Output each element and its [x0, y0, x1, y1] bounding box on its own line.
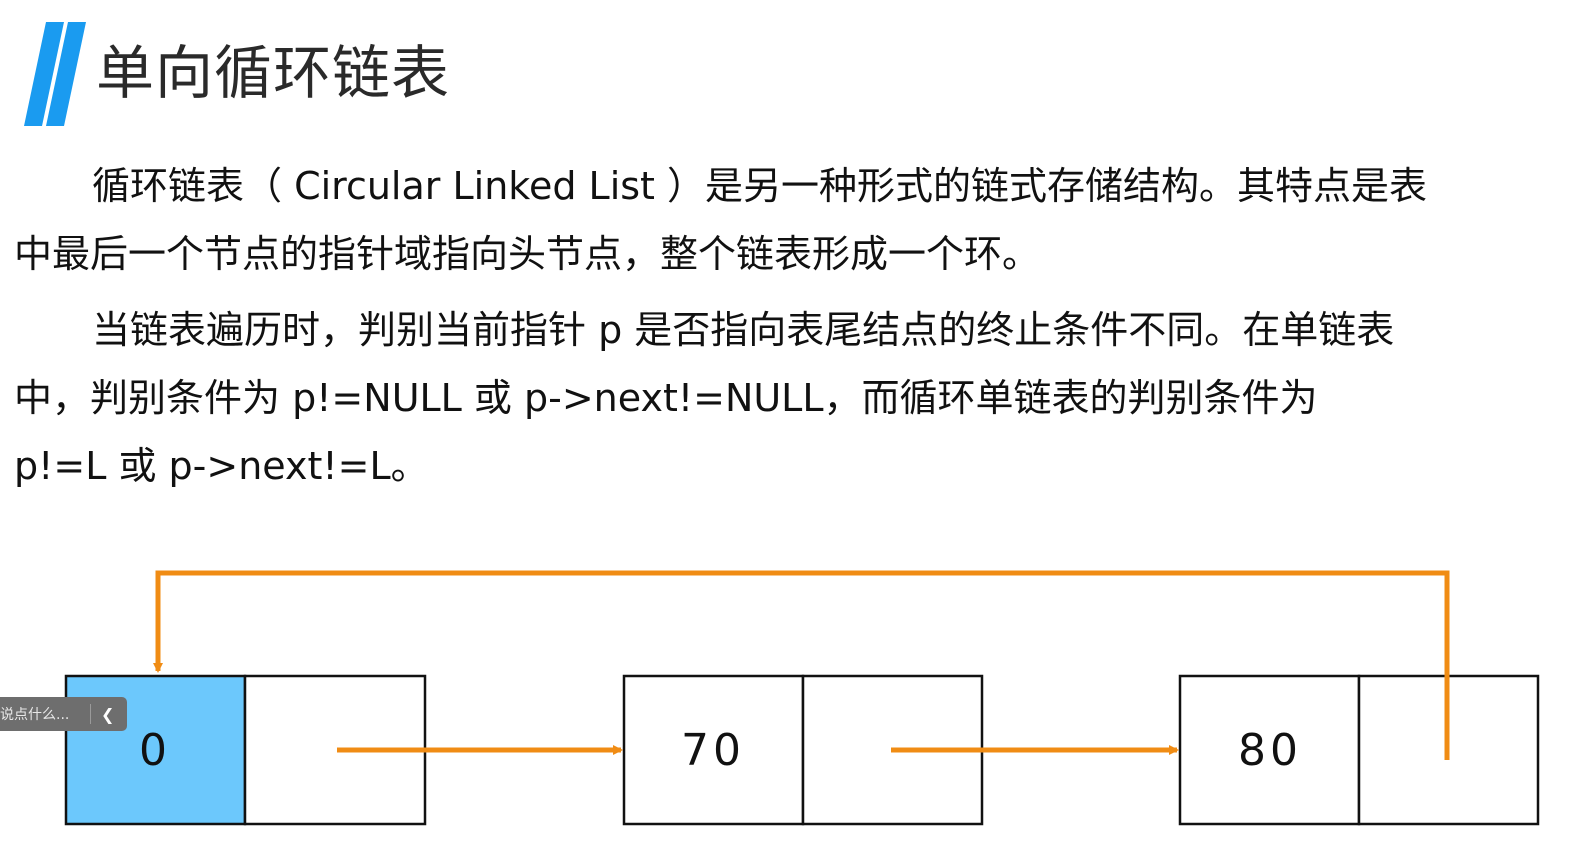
chevron-left-icon[interactable]: ❮ [101, 704, 115, 724]
paragraph-traversal-line-3: p!=L 或 p->next!=L。 [14, 444, 429, 488]
node-data-cell [622, 674, 805, 826]
comment-placeholder: 说点什么... [0, 707, 70, 723]
paragraph-definition-line-1: 循环链表（ Circular Linked List ）是另一种形式的链式存储结… [92, 164, 1428, 208]
node-value: 70 [681, 725, 745, 776]
node-value: 0 [139, 725, 171, 776]
title-accent-bars-icon [24, 22, 86, 126]
paragraph-definition: 循环链表（ Circular Linked List ）是另一种形式的链式存储结… [14, 152, 1484, 288]
paragraph-traversal-line-1: 当链表遍历时，判别当前指针 p 是否指向表尾结点的终止条件不同。在单链表 [92, 308, 1395, 352]
paragraph-definition-line-2: 中最后一个节点的指针域指向头节点，整个链表形成一个环。 [14, 232, 1041, 276]
paragraph-traversal-line-2: 中，判别条件为 p!=NULL 或 p->next!=NULL，而循环单链表的判… [14, 376, 1318, 420]
list-node: 70 [622, 674, 984, 826]
circular-linked-list-diagram: 0 70 80 [64, 570, 1540, 826]
slide-title: 单向循环链表 [96, 39, 451, 107]
loop-back-arrow [153, 570, 1450, 760]
comment-input[interactable]: 说点什么... ❮ [0, 697, 127, 731]
list-node: 80 [1178, 674, 1540, 826]
node-value: 80 [1238, 725, 1302, 776]
comment-divider [90, 704, 91, 724]
paragraph-traversal: 当链表遍历时，判别当前指针 p 是否指向表尾结点的终止条件不同。在单链表 中，判… [14, 296, 1484, 500]
